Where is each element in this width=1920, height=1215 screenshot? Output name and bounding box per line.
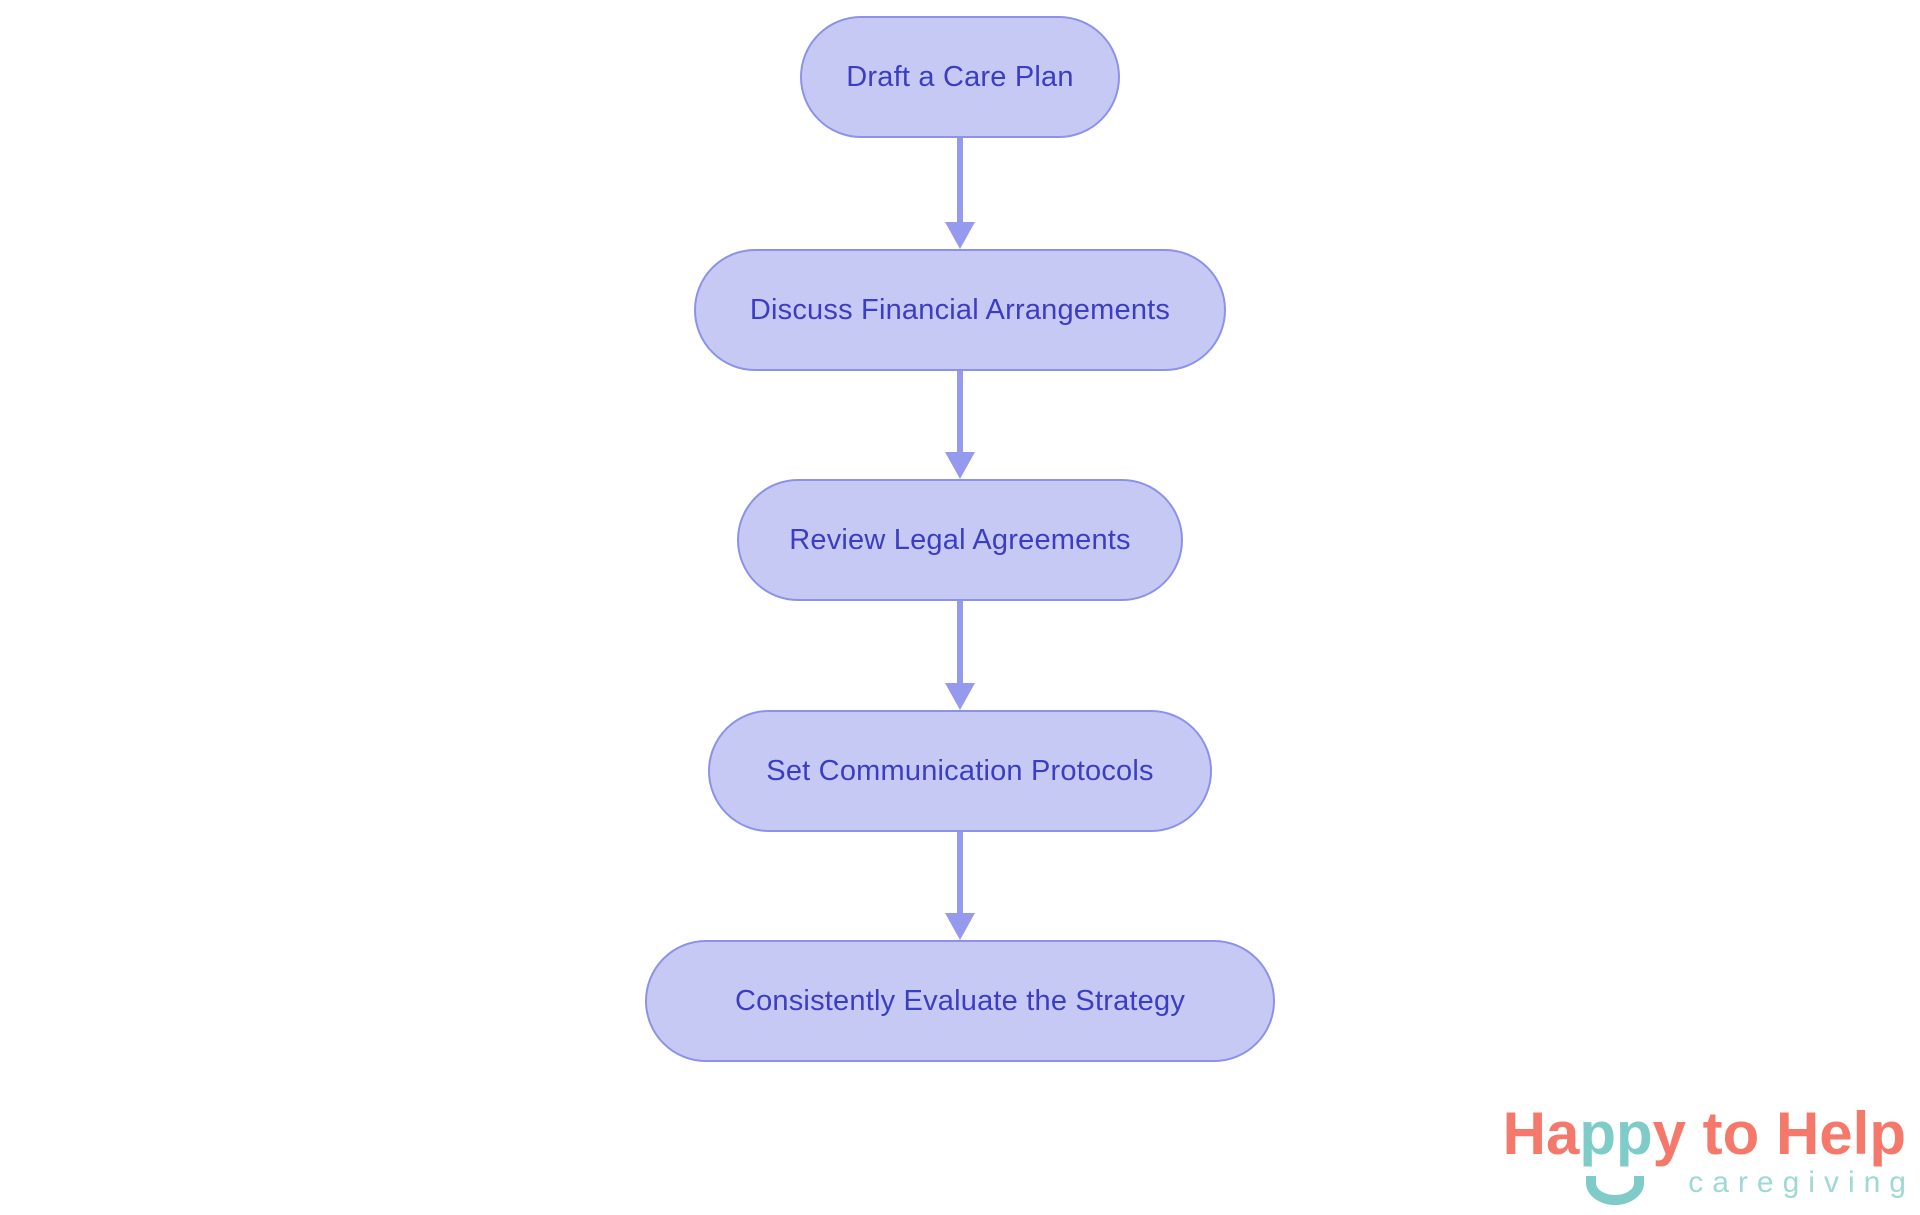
arrow-down-icon	[945, 371, 975, 479]
logo-text-ha: Ha	[1502, 1100, 1580, 1167]
arrowhead-icon	[945, 452, 975, 479]
arrow-shaft	[957, 371, 963, 455]
arrow-down-icon	[945, 601, 975, 710]
flow-node-draft-care-plan: Draft a Care Plan	[800, 16, 1120, 138]
flow-node-review-legal-agreements: Review Legal Agreements	[737, 479, 1183, 601]
flow-node-consistently-evaluate-strategy: Consistently Evaluate the Strategy	[645, 940, 1275, 1062]
logo-text-to-help: to Help	[1686, 1100, 1906, 1167]
arrow-down-icon	[945, 832, 975, 940]
logo-text-pp: pp	[1579, 1100, 1653, 1167]
arrowhead-icon	[945, 913, 975, 940]
smile-icon	[1586, 1176, 1645, 1205]
logo-caregiving-label: caregiving	[1688, 1166, 1915, 1199]
arrow-down-icon	[945, 138, 975, 249]
flow-node-discuss-financial-arrangements: Discuss Financial Arrangements	[694, 249, 1226, 371]
arrowhead-icon	[945, 222, 975, 249]
arrowhead-icon	[945, 683, 975, 710]
arrow-shaft	[957, 138, 963, 225]
arrow-shaft	[957, 832, 963, 916]
logo-text-y: y	[1652, 1100, 1686, 1167]
flow-node-set-communication-protocols: Set Communication Protocols	[708, 710, 1212, 832]
arrow-shaft	[957, 601, 963, 686]
